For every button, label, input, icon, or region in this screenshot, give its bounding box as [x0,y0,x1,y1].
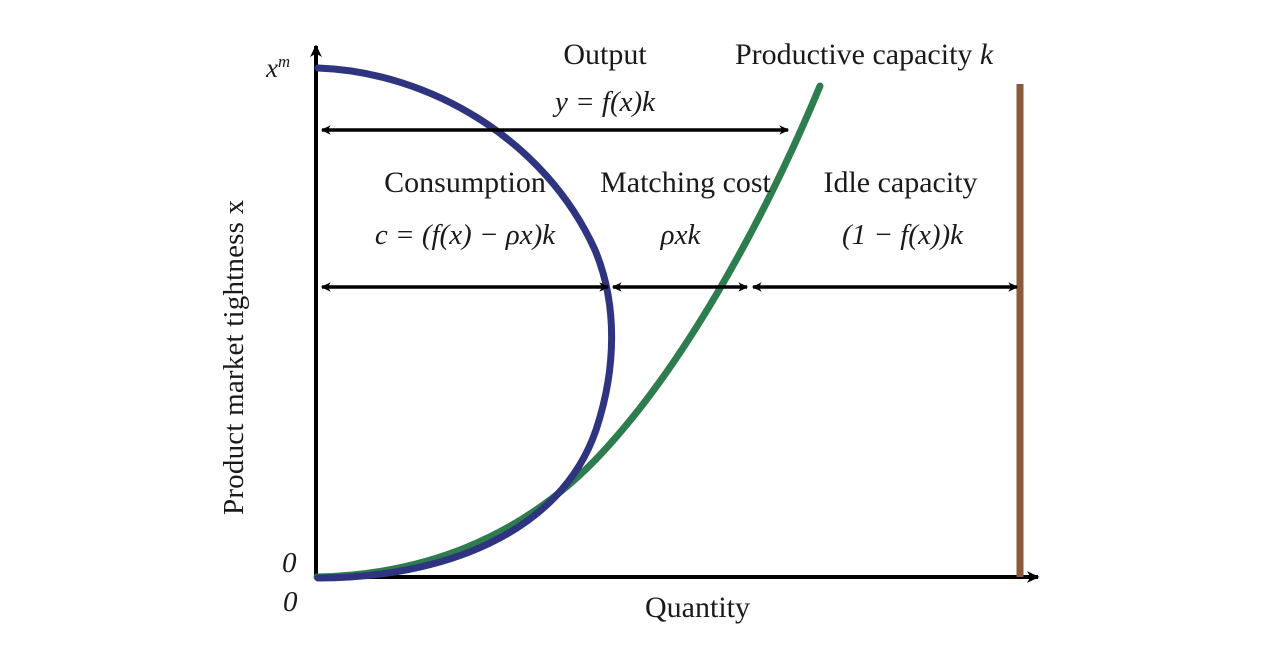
output-curve-label-formula: y = f(x)k [505,88,705,117]
band-label-idle-capacity-title: Idle capacity [788,168,1013,198]
matching-cost-formula-text: ρxk [660,219,701,251]
output-curve-label-title: Output [525,40,685,70]
y-tick-zero-text: 0 [282,547,297,579]
band-label-consumption-title: Consumption [325,168,605,198]
output-formula-text: y = f(x)k [554,86,656,118]
productive-capacity-curve [313,82,824,581]
y-tick-zero: 0 [282,549,297,578]
y-axis-title: Product market tightness x [218,199,250,515]
idle-capacity-formula-text: (1 − f(x))k [842,219,963,251]
productive-capacity-label-italic: k [979,38,994,71]
consumption-formula-text: c = (f(x) − ρx)k [374,219,556,251]
idle-capacity-title-text: Idle capacity [823,166,978,199]
productive-capacity-label-plain: Productive capacity [735,38,980,71]
y-tick-xm: xm [266,52,291,83]
band-label-matching-cost-title: Matching cost [578,168,793,198]
output-label-text: Output [563,38,647,71]
output-curve [314,64,616,582]
band-label-idle-capacity-formula: (1 − f(x))k [790,221,1015,250]
x-tick-zero-text: 0 [283,586,298,618]
y-tick-xm-base: x [266,53,278,83]
y-axis-title-text: Product market tightness x [218,199,250,515]
x-axis-title: Quantity [645,593,750,623]
band-label-matching-cost-formula: ρxk [613,221,748,250]
productive-capacity-label: Productive capacity k [735,40,993,70]
y-tick-xm-exponent: m [277,52,291,71]
consumption-title-text: Consumption [384,166,546,199]
x-tick-zero: 0 [283,588,298,617]
x-axis-title-text: Quantity [645,591,750,624]
matching-cost-title-text: Matching cost [600,166,771,199]
band-label-consumption-formula: c = (f(x) − ρx)k [320,221,610,250]
